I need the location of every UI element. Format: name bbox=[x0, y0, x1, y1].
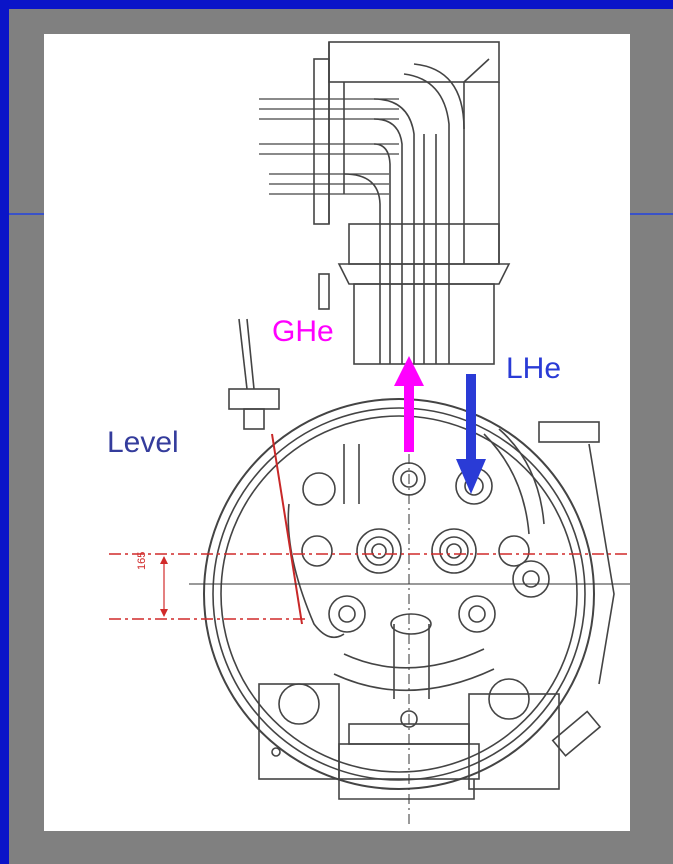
left-accent-bar bbox=[0, 0, 9, 864]
level-label: Level bbox=[107, 426, 179, 459]
level-tube bbox=[271, 433, 303, 625]
ghe-label: GHe bbox=[272, 315, 334, 348]
vessel-outer-ring bbox=[203, 398, 595, 790]
cryostat-drawing bbox=[109, 41, 630, 824]
lhe-label: LHe bbox=[506, 352, 562, 385]
drawing-panel: GHe LHe Level 165 bbox=[44, 34, 630, 831]
top-accent-bar bbox=[0, 0, 673, 9]
dimension-value: 165 bbox=[136, 551, 148, 570]
vessel-ports bbox=[278, 462, 550, 728]
ghe-arrow bbox=[394, 356, 424, 452]
lhe-arrow bbox=[456, 374, 486, 494]
